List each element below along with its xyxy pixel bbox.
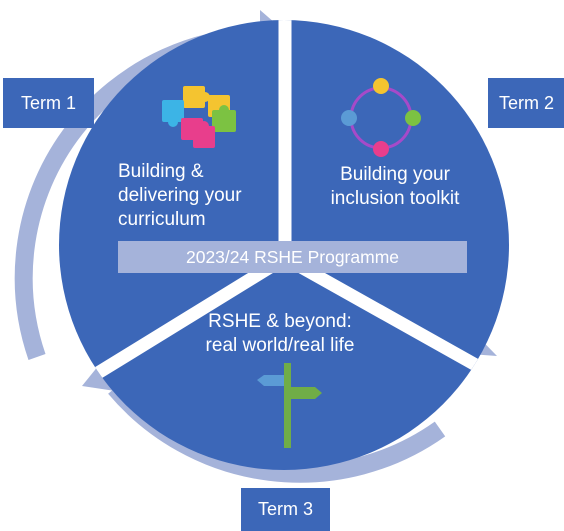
- segment-term-1-line-2: delivering your: [118, 185, 242, 206]
- segment-dividers: [59, 20, 494, 401]
- term-1-label: Term 1: [3, 78, 94, 128]
- segment-term-2-text: Building your inclusion toolkit: [300, 163, 490, 211]
- puzzle-pieces-icon: [162, 86, 236, 148]
- segment-term-3-text: RSHE & beyond: real world/real life: [180, 310, 380, 358]
- segment-term-1-line-1: Building &: [118, 161, 204, 182]
- divider-right: [281, 252, 494, 379]
- term-3-label: Term 3: [241, 488, 330, 531]
- programme-title-bar: 2023/24 RSHE Programme: [118, 241, 467, 273]
- connected-circles-icon: [341, 78, 421, 157]
- signpost-icon: [257, 363, 322, 448]
- divider-left: [59, 252, 289, 401]
- segment-term-1-text: Building & delivering your curriculum: [118, 160, 288, 232]
- segment-term-3-line-1: RSHE & beyond:: [208, 311, 352, 332]
- segment-term-1-line-3: curriculum: [118, 209, 206, 230]
- segment-term-2-line-1: Building your: [340, 164, 450, 185]
- segment-term-3-line-2: real world/real life: [205, 335, 355, 356]
- term-2-label: Term 2: [488, 78, 564, 128]
- segment-term-2-line-2: inclusion toolkit: [330, 188, 460, 209]
